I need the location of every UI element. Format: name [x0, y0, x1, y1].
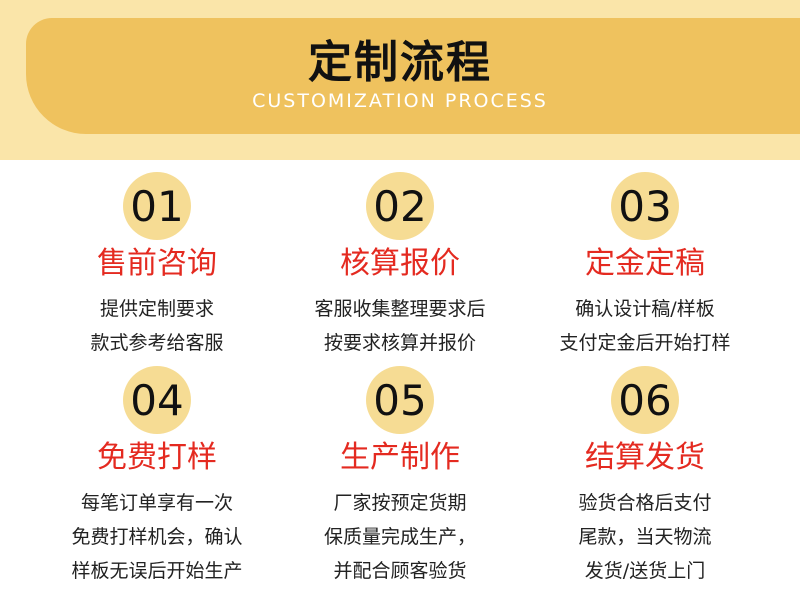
step-description: 每笔订单享有一次 免费打样机会，确认 样板无误后开始生产	[24, 486, 290, 588]
step-number-badge: 01	[123, 172, 191, 240]
step-2: 02 核算报价 客服收集整理要求后 按要求核算并报价	[267, 172, 533, 360]
page-title: 定制流程	[308, 37, 492, 88]
step-4: 04 免费打样 每笔订单享有一次 免费打样机会，确认 样板无误后开始生产	[24, 366, 290, 588]
step-number-badge: 06	[611, 366, 679, 434]
step-line: 发货/送货上门	[584, 560, 706, 582]
step-title: 结算发货	[585, 440, 705, 475]
step-number-badge: 04	[123, 366, 191, 434]
step-title: 核算报价	[340, 246, 460, 281]
step-line: 每笔订单享有一次	[80, 492, 233, 514]
step-line: 免费打样机会，确认	[71, 526, 243, 548]
header-card	[26, 18, 800, 134]
step-line: 尾款，当天物流	[578, 526, 712, 548]
step-title: 生产制作	[340, 440, 460, 475]
step-5: 05 生产制作 厂家按预定货期 保质量完成生产， 并配合顾客验货	[267, 366, 533, 588]
step-line: 款式参考给客服	[90, 332, 224, 354]
process-steps: 01 售前咨询 提供定制要求 款式参考给客服 02 核算报价 客服收集整理要求后…	[0, 168, 800, 598]
step-line: 按要求核算并报价	[323, 332, 476, 354]
step-number-badge: 05	[366, 366, 434, 434]
step-line: 并配合顾客验货	[333, 560, 467, 582]
step-number-badge: 03	[611, 172, 679, 240]
step-line: 厂家按预定货期	[333, 492, 467, 514]
step-description: 客服收集整理要求后 按要求核算并报价	[267, 292, 533, 360]
step-description: 厂家按预定货期 保质量完成生产， 并配合顾客验货	[267, 486, 533, 588]
step-line: 确认设计稿/样板	[575, 298, 715, 320]
step-line: 提供定制要求	[99, 298, 214, 320]
step-3: 03 定金定稿 确认设计稿/样板 支付定金后开始打样	[512, 172, 778, 360]
step-description: 确认设计稿/样板 支付定金后开始打样	[512, 292, 778, 360]
step-title: 免费打样	[97, 440, 217, 475]
step-title: 定金定稿	[585, 246, 705, 281]
step-description: 提供定制要求 款式参考给客服	[24, 292, 290, 360]
step-line: 客服收集整理要求后	[314, 298, 486, 320]
step-line: 保质量完成生产，	[323, 526, 476, 548]
step-line: 样板无误后开始生产	[71, 560, 243, 582]
step-title: 售前咨询	[97, 246, 217, 281]
step-6: 06 结算发货 验货合格后支付 尾款，当天物流 发货/送货上门	[512, 366, 778, 588]
step-line: 支付定金后开始打样	[559, 332, 731, 354]
page-subtitle: CUSTOMIZATION PROCESS	[252, 90, 548, 112]
step-description: 验货合格后支付 尾款，当天物流 发货/送货上门	[512, 486, 778, 588]
step-number-badge: 02	[366, 172, 434, 240]
step-line: 验货合格后支付	[578, 492, 712, 514]
step-1: 01 售前咨询 提供定制要求 款式参考给客服	[24, 172, 290, 360]
